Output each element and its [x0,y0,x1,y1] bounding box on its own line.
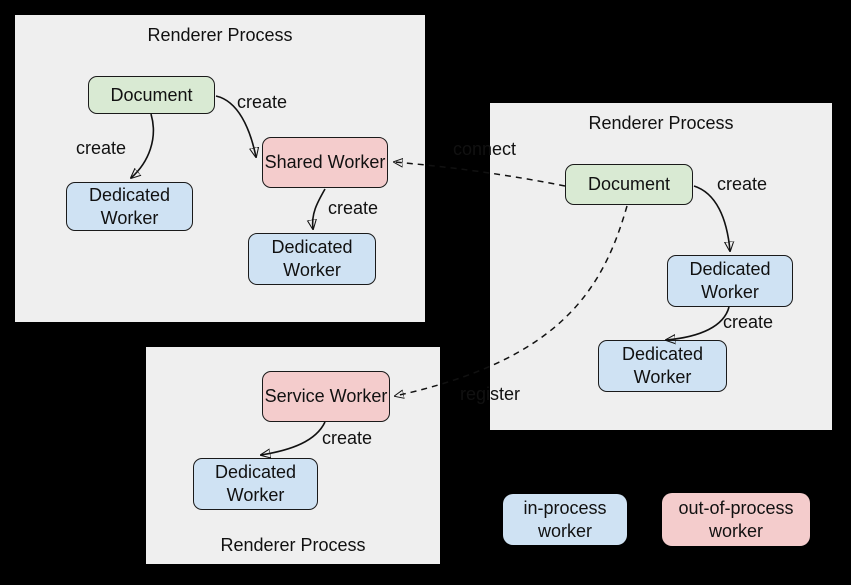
edge-label-create: create [328,198,379,218]
node-service-worker: Service Worker [262,371,390,422]
node-dedicated-worker: Dedicated Worker [248,233,376,285]
node-dedicated-worker: Dedicated Worker [598,340,727,392]
edge-label-create: create [717,174,768,194]
legend-in-process-worker: in-process worker [503,494,627,545]
node-dedicated-worker: Dedicated Worker [667,255,793,307]
edge-label-create: create [237,92,288,112]
node-shared-worker: Shared Worker [262,137,388,188]
renderer-process-panel-bottom: Renderer Process [146,347,440,564]
edge-label-connect: connect [453,139,517,159]
node-document: Document [88,76,215,114]
panel-title: Renderer Process [147,25,293,45]
node-document: Document [565,164,693,205]
node-dedicated-worker: Dedicated Worker [66,182,193,231]
edge-label-create: create [723,312,774,332]
legend-out-of-process-worker: out-of-process worker [662,493,810,546]
panel-title: Renderer Process [220,535,366,555]
panel-title: Renderer Process [588,113,734,133]
edge-label-create: create [76,138,127,158]
edge-label-create: create [322,428,373,448]
node-dedicated-worker: Dedicated Worker [193,458,318,510]
edge-label-register: register [460,384,521,404]
